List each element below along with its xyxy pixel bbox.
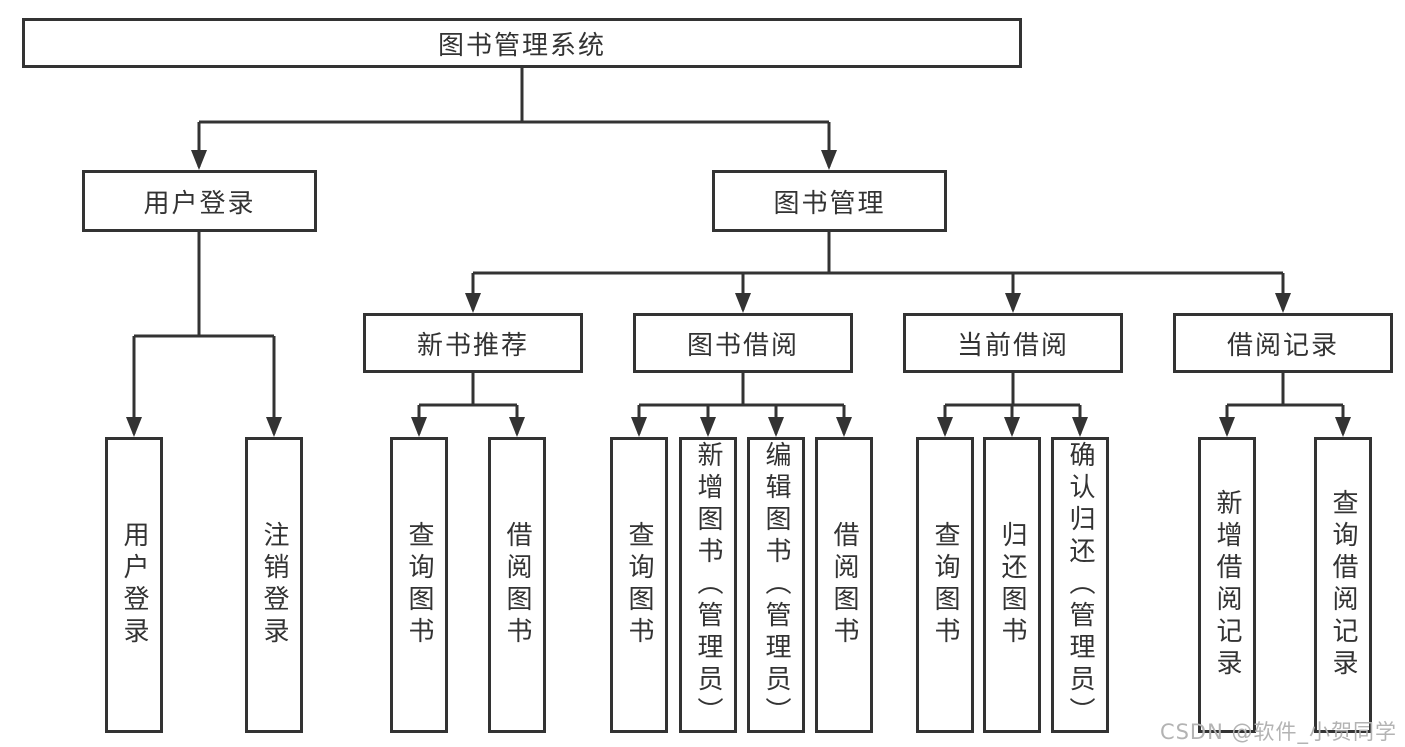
arrowhead-icon (411, 417, 427, 437)
node-library-management-system: 图书管理系统 (22, 18, 1022, 68)
arrowhead-icon (509, 417, 525, 437)
node-label: 当前借阅 (956, 330, 1069, 361)
leaf-label: 查询图书 (930, 521, 960, 649)
leaf-label: 查询图书 (404, 521, 434, 649)
node-label: 借阅记录 (1226, 330, 1339, 361)
arrowhead-icon (1005, 293, 1021, 313)
arrowhead-icon (465, 293, 481, 313)
connector-borrow-to-leaves (637, 373, 846, 434)
connector-userlogin-to-leaves (132, 232, 276, 434)
leaf-label: 用户登录 (119, 521, 149, 649)
arrowhead-icon (631, 417, 647, 437)
leaf-confirm-return-admin: 确认归还（管理员） (1051, 437, 1109, 733)
node-book-borrow: 图书借阅 (633, 313, 853, 373)
connector-recommend-to-leaves (417, 373, 519, 434)
node-borrow-records: 借阅记录 (1173, 313, 1393, 373)
node-new-book-recommend: 新书推荐 (363, 313, 583, 373)
arrowhead-icon (1275, 293, 1291, 313)
leaf-label: 查询图书 (624, 521, 654, 649)
arrowhead-icon (126, 417, 142, 437)
leaf-label: 查询借阅记录 (1328, 489, 1358, 681)
connector-records-to-leaves (1225, 373, 1345, 434)
arrowhead-icon (836, 417, 852, 437)
connector-root-to-level2 (197, 68, 831, 167)
leaf-label: 确认归还（管理员） (1065, 441, 1095, 729)
leaf-label: 新增图书（管理员） (693, 441, 723, 729)
leaf-borrow-books: 借阅图书 (815, 437, 873, 733)
arrowhead-icon (735, 293, 751, 313)
arrowhead-icon (768, 417, 784, 437)
leaf-edit-books-admin: 编辑图书（管理员） (747, 437, 805, 733)
node-book-management: 图书管理 (712, 170, 947, 232)
arrowhead-icon (191, 150, 207, 170)
leaf-return-books: 归还图书 (983, 437, 1041, 733)
leaf-current-query-books: 查询图书 (916, 437, 974, 733)
leaf-recommend-query-books: 查询图书 (390, 437, 448, 733)
arrowhead-icon (937, 417, 953, 437)
node-label: 用户登录 (143, 188, 256, 219)
leaf-recommend-borrow-books: 借阅图书 (488, 437, 546, 733)
leaf-label: 归还图书 (997, 521, 1027, 649)
node-label: 图书管理系统 (437, 30, 606, 61)
arrowhead-icon (700, 417, 716, 437)
leaf-user-login: 用户登录 (105, 437, 163, 733)
connector-bookmgmt-to-level3 (471, 232, 1285, 310)
arrowhead-icon (821, 150, 837, 170)
leaf-label: 新增借阅记录 (1212, 489, 1242, 681)
node-label: 新书推荐 (416, 330, 529, 361)
leaf-label: 借阅图书 (502, 521, 532, 649)
leaf-query-borrow-record: 查询借阅记录 (1314, 437, 1372, 733)
leaf-label: 注销登录 (259, 521, 289, 649)
csdn-watermark: CSDN @软件_小贺同学 (1159, 720, 1397, 744)
arrowhead-icon (1004, 417, 1020, 437)
arrowhead-icon (1335, 417, 1351, 437)
leaf-label: 编辑图书（管理员） (761, 441, 791, 729)
node-label: 图书借阅 (686, 330, 799, 361)
arrowhead-icon (1072, 417, 1088, 437)
leaf-logout: 注销登录 (245, 437, 303, 733)
arrowhead-icon (1219, 417, 1235, 437)
leaf-borrow-query-books: 查询图书 (610, 437, 668, 733)
arrowhead-icon (266, 417, 282, 437)
leaf-add-borrow-record: 新增借阅记录 (1198, 437, 1256, 733)
node-label: 图书管理 (773, 188, 886, 219)
node-current-borrow: 当前借阅 (903, 313, 1123, 373)
node-user-login: 用户登录 (82, 170, 317, 232)
leaf-label: 借阅图书 (829, 521, 859, 649)
leaf-add-books-admin: 新增图书（管理员） (679, 437, 737, 733)
